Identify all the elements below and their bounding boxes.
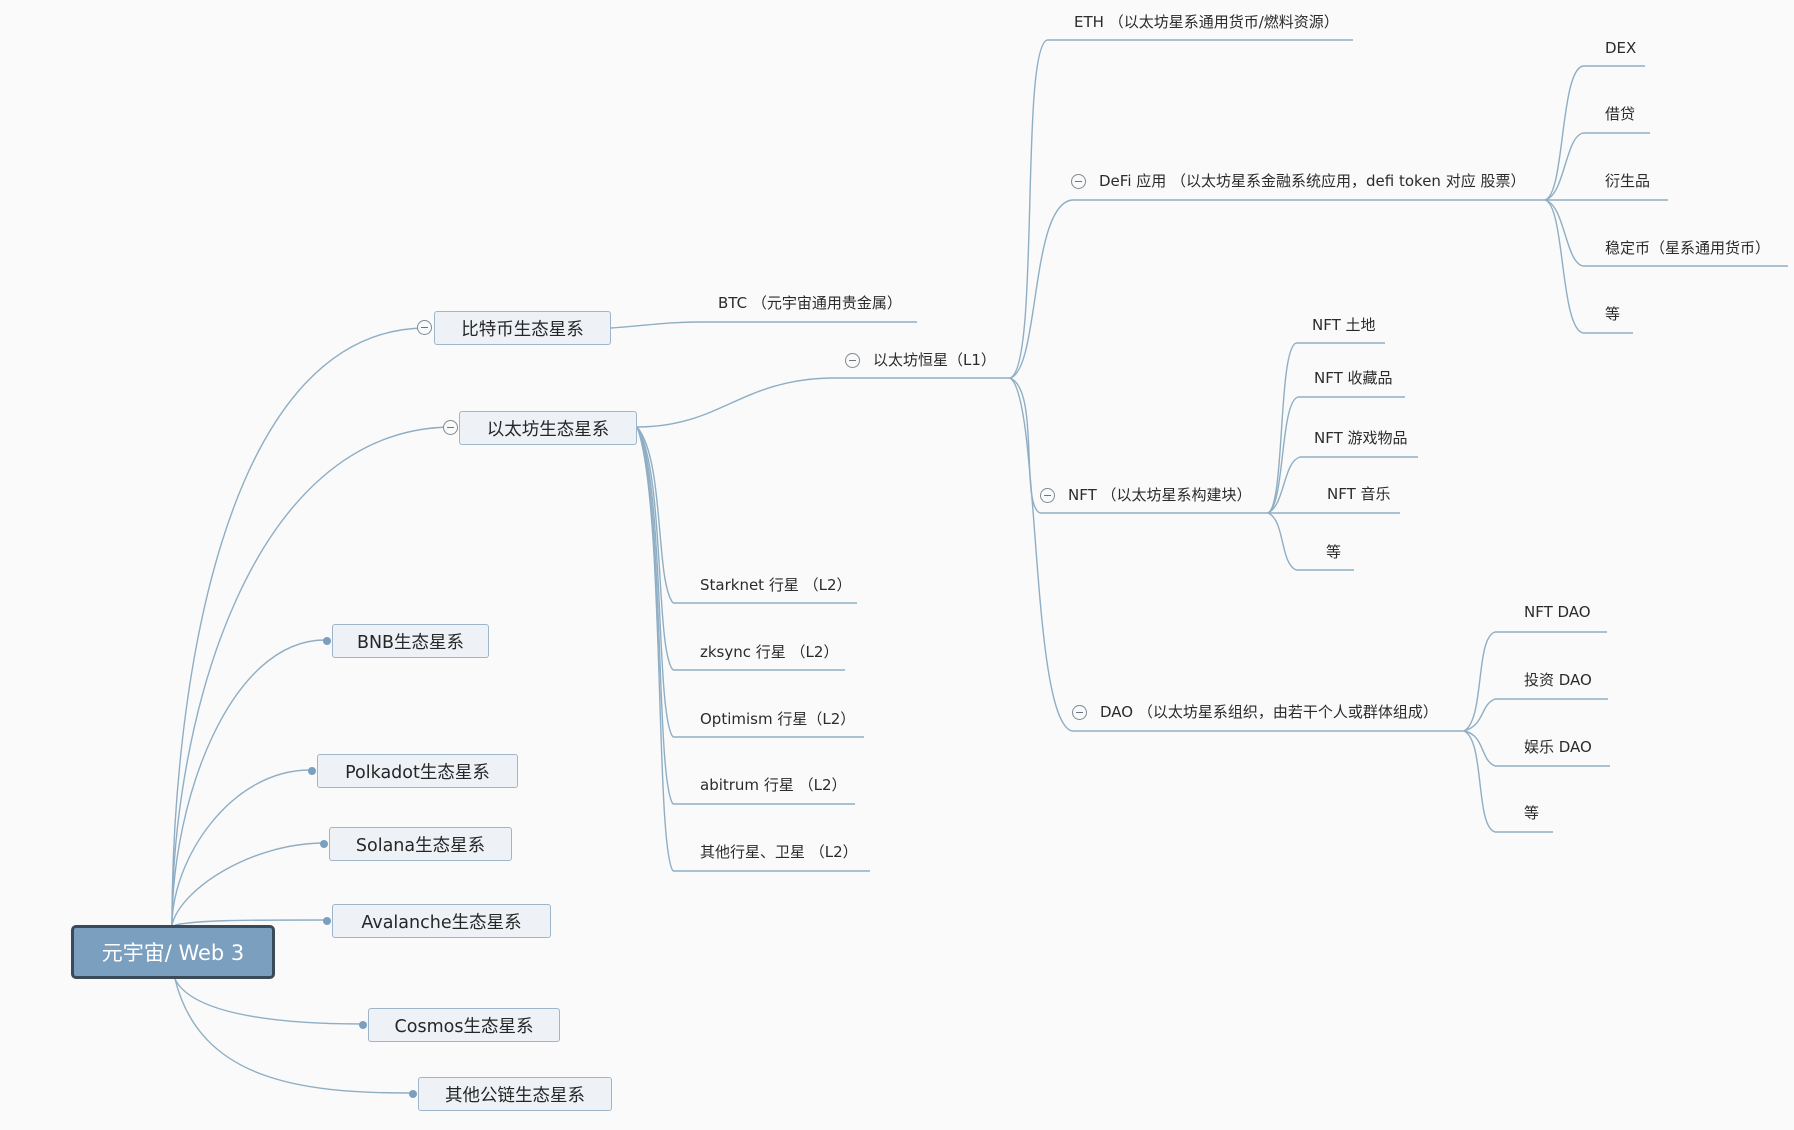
topic-eth-l1[interactable]: 以太坊恒星（L1）	[873, 351, 996, 369]
collapse-toggle-btc[interactable]	[417, 320, 432, 335]
topic-starknet[interactable]: Starknet 行星 （L2）	[700, 576, 852, 594]
collapse-toggle-nft[interactable]	[1040, 488, 1055, 503]
topic-ent-dao[interactable]: 娱乐 DAO	[1524, 738, 1592, 756]
expand-dot-other[interactable]	[409, 1090, 417, 1098]
branch-node-avalanche[interactable]: Avalanche生态星系	[332, 904, 551, 938]
branch-node-solana[interactable]: Solana生态星系	[329, 827, 512, 861]
branch-node-other[interactable]: 其他公链生态星系	[418, 1077, 612, 1111]
collapse-toggle-defi[interactable]	[1071, 174, 1086, 189]
topic-lending[interactable]: 借贷	[1605, 105, 1636, 123]
collapse-toggle-eth[interactable]	[443, 420, 458, 435]
expand-dot-avalanche[interactable]	[323, 917, 331, 925]
topic-eth-token[interactable]: ETH （以太坊星系通用货币/燃料资源）	[1074, 13, 1339, 31]
topic-dao-etc[interactable]: 等	[1524, 804, 1540, 822]
topic-dex[interactable]: DEX	[1605, 39, 1637, 57]
topic-btc-token[interactable]: BTC （元宇宙通用贵金属）	[718, 294, 902, 312]
branch-node-bnb[interactable]: BNB生态星系	[332, 624, 489, 658]
topic-defi-etc[interactable]: 等	[1605, 305, 1621, 323]
expand-dot-bnb[interactable]	[323, 637, 331, 645]
topic-stablecoin[interactable]: 稳定币（星系通用货币）	[1605, 239, 1771, 257]
topic-nft-etc[interactable]: 等	[1326, 543, 1342, 561]
expand-dot-polkadot[interactable]	[308, 767, 316, 775]
topic-optimism[interactable]: Optimism 行星（L2）	[700, 710, 856, 728]
branch-node-polkadot[interactable]: Polkadot生态星系	[317, 754, 518, 788]
expand-dot-cosmos[interactable]	[359, 1021, 367, 1029]
topic-defi[interactable]: DeFi 应用 （以太坊星系金融系统应用，defi token 对应 股票）	[1099, 172, 1526, 190]
topic-invest-dao[interactable]: 投资 DAO	[1524, 671, 1592, 689]
topic-zksync[interactable]: zksync 行星 （L2）	[700, 643, 839, 661]
collapse-toggle-l1[interactable]	[845, 353, 860, 368]
topic-nft[interactable]: NFT （以太坊星系构建块）	[1068, 486, 1252, 504]
expand-dot-solana[interactable]	[320, 840, 328, 848]
topic-dao[interactable]: DAO （以太坊星系组织，由若干个人或群体组成）	[1100, 703, 1438, 721]
topic-abitrum[interactable]: abitrum 行星 （L2）	[700, 776, 847, 794]
collapse-toggle-dao[interactable]	[1072, 705, 1087, 720]
topic-nft-land[interactable]: NFT 土地	[1312, 316, 1376, 334]
branch-node-eth[interactable]: 以太坊生态星系	[459, 411, 637, 445]
topic-nft-collectibles[interactable]: NFT 收藏品	[1314, 369, 1393, 387]
topic-derivatives[interactable]: 衍生品	[1605, 172, 1651, 190]
branch-node-cosmos[interactable]: Cosmos生态星系	[368, 1008, 560, 1042]
topic-nft-music[interactable]: NFT 音乐	[1327, 485, 1391, 503]
topic-nft-game-items[interactable]: NFT 游戏物品	[1314, 429, 1408, 447]
root-node[interactable]: 元宇宙/ Web 3	[71, 925, 275, 979]
topic-nft-dao[interactable]: NFT DAO	[1524, 603, 1591, 621]
branch-node-btc[interactable]: 比特币生态星系	[434, 311, 611, 345]
topic-other-l2[interactable]: 其他行星、卫星 （L2）	[700, 843, 858, 861]
